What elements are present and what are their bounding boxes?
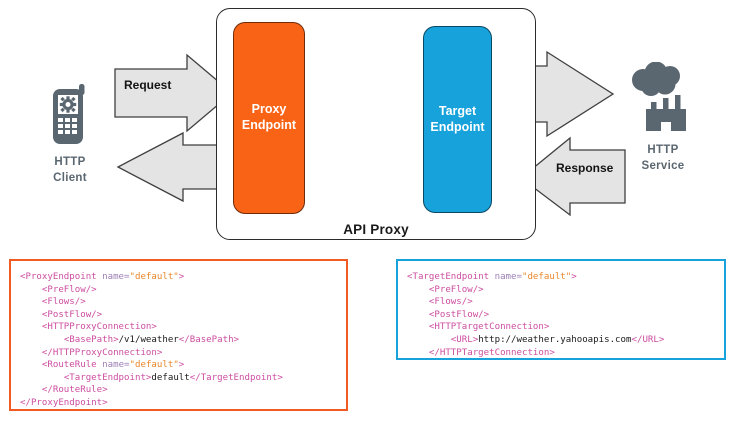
code-token-val: "default" [129, 360, 179, 371]
code-line: <PreFlow/> [20, 284, 338, 297]
code-token-tag: > [178, 272, 185, 282]
code-token-txt [407, 335, 451, 345]
code-token-tag: </URL> [631, 334, 665, 345]
service-to-target-arrow [519, 136, 626, 217]
code-token-txt [20, 373, 64, 383]
code-token-txt [407, 310, 429, 320]
code-token-tag: > [571, 272, 577, 282]
proxy-endpoint-label: Proxy Endpoint [241, 102, 297, 132]
api-proxy-caption: API Proxy [343, 222, 409, 237]
code-token-tag: <RouteRule [41, 360, 103, 371]
response-arrow-client [116, 131, 233, 203]
code-line: <HTTPTargetConnection> [407, 321, 716, 334]
api-proxy-flow-diagram: Proxy Endpoint Target Endpoint API Proxy… [38, 8, 706, 240]
code-token-tag: <ProxyEndpoint [20, 272, 103, 282]
http-service-label-line1: HTTP [647, 144, 679, 156]
code-token-txt: default [151, 372, 190, 383]
code-token-tag: </TargetEndpoint> [189, 372, 283, 383]
http-client-node: HTTP Client [38, 84, 102, 186]
code-token-txt [20, 285, 42, 295]
code-line: <BasePath>/v1/weather</BasePath> [20, 334, 338, 347]
code-token-tag: <PreFlow/> [428, 284, 484, 295]
code-line: <URL>http://weather.yahooapis.com</URL> [407, 334, 716, 347]
request-arrow-label: Request [124, 78, 172, 92]
code-token-txt: http://weather.yahooapis.com [478, 334, 632, 345]
code-token-val: "default" [521, 272, 572, 282]
code-token-tag: </RouteRule> [41, 385, 108, 396]
code-line: <TargetEndpoint name="default"> [407, 271, 716, 284]
target-endpoint-box[interactable]: Target Endpoint [423, 26, 492, 213]
http-client-label-line1: HTTP [54, 156, 86, 168]
code-token-tag: > [178, 360, 185, 371]
code-line: <Flows/> [20, 296, 338, 309]
code-token-attr: name= [102, 272, 130, 282]
code-token-tag: <URL> [450, 334, 479, 345]
code-token-tag: </ProxyEndpoint> [20, 397, 108, 408]
http-service-label-line2: Service [641, 159, 685, 172]
code-line: <Flows/> [407, 296, 716, 309]
code-line: <PostFlow/> [407, 309, 716, 322]
http-service-label: HTTP Service [620, 143, 706, 174]
code-line: <RouteRule name="default"> [20, 359, 338, 372]
code-token-txt [407, 322, 429, 332]
mobile-phone-gear-icon [53, 84, 85, 144]
code-token-val: "default" [129, 272, 179, 282]
code-token-txt [20, 360, 42, 370]
code-token-tag: </BasePath> [178, 334, 240, 345]
code-token-tag: <Flows/> [41, 297, 86, 308]
code-token-tag: <TargetEndpoint> [63, 372, 152, 383]
code-line: </ProxyEndpoint> [20, 397, 338, 409]
code-line: </TargetEndpoint> [407, 359, 716, 360]
code-token-tag: <HTTPProxyConnection> [41, 322, 157, 333]
code-token-txt [20, 385, 42, 395]
code-line: <HTTPProxyConnection> [20, 321, 338, 334]
code-token-tag: <Flows/> [428, 297, 473, 308]
code-token-tag: <TargetEndpoint [407, 272, 495, 282]
code-token-tag: <BasePath> [63, 334, 119, 345]
code-token-tag: <PostFlow/> [428, 309, 490, 320]
request-arrow [114, 53, 234, 133]
proxy-endpoint-xml-box: <ProxyEndpoint name="default"> <PreFlow/… [9, 259, 348, 411]
code-line: <TargetEndpoint>default</TargetEndpoint> [20, 372, 338, 385]
code-token-attr: name= [494, 272, 522, 282]
code-token-txt [20, 348, 42, 358]
code-token-tag: </HTTPProxyConnection> [41, 347, 163, 358]
code-token-tag: <PostFlow/> [41, 309, 103, 320]
http-client-label: HTTP Client [38, 155, 102, 186]
code-token-txt [20, 322, 42, 332]
code-line: </RouteRule> [20, 384, 338, 397]
code-token-txt [407, 285, 429, 295]
response-arrow-label: Response [556, 161, 614, 175]
code-token-txt: /v1/weather [118, 334, 179, 345]
code-token-txt [20, 297, 42, 307]
code-token-txt [20, 335, 64, 345]
code-token-txt [407, 348, 429, 358]
target-endpoint-label: Target Endpoint [430, 103, 485, 134]
code-token-tag: </HTTPTargetConnection> [428, 347, 555, 358]
code-line: </HTTPProxyConnection> [20, 347, 338, 360]
code-line: <PreFlow/> [407, 284, 716, 297]
code-line: <ProxyEndpoint name="default"> [20, 271, 338, 284]
code-token-txt [20, 310, 42, 320]
target-endpoint-xml-box: <TargetEndpoint name="default"> <PreFlow… [396, 259, 726, 360]
code-line: </HTTPTargetConnection> [407, 347, 716, 358]
code-token-tag: <PreFlow/> [41, 284, 97, 295]
code-token-txt [407, 297, 429, 307]
factory-cloud-icon [632, 61, 686, 131]
code-line: <PostFlow/> [20, 309, 338, 322]
proxy-endpoint-box[interactable]: Proxy Endpoint [233, 22, 305, 214]
code-token-tag: <HTTPTargetConnection> [428, 322, 550, 333]
http-client-label-line2: Client [53, 171, 87, 184]
http-service-node: HTTP Service [620, 61, 706, 174]
code-token-attr: name= [102, 360, 130, 371]
